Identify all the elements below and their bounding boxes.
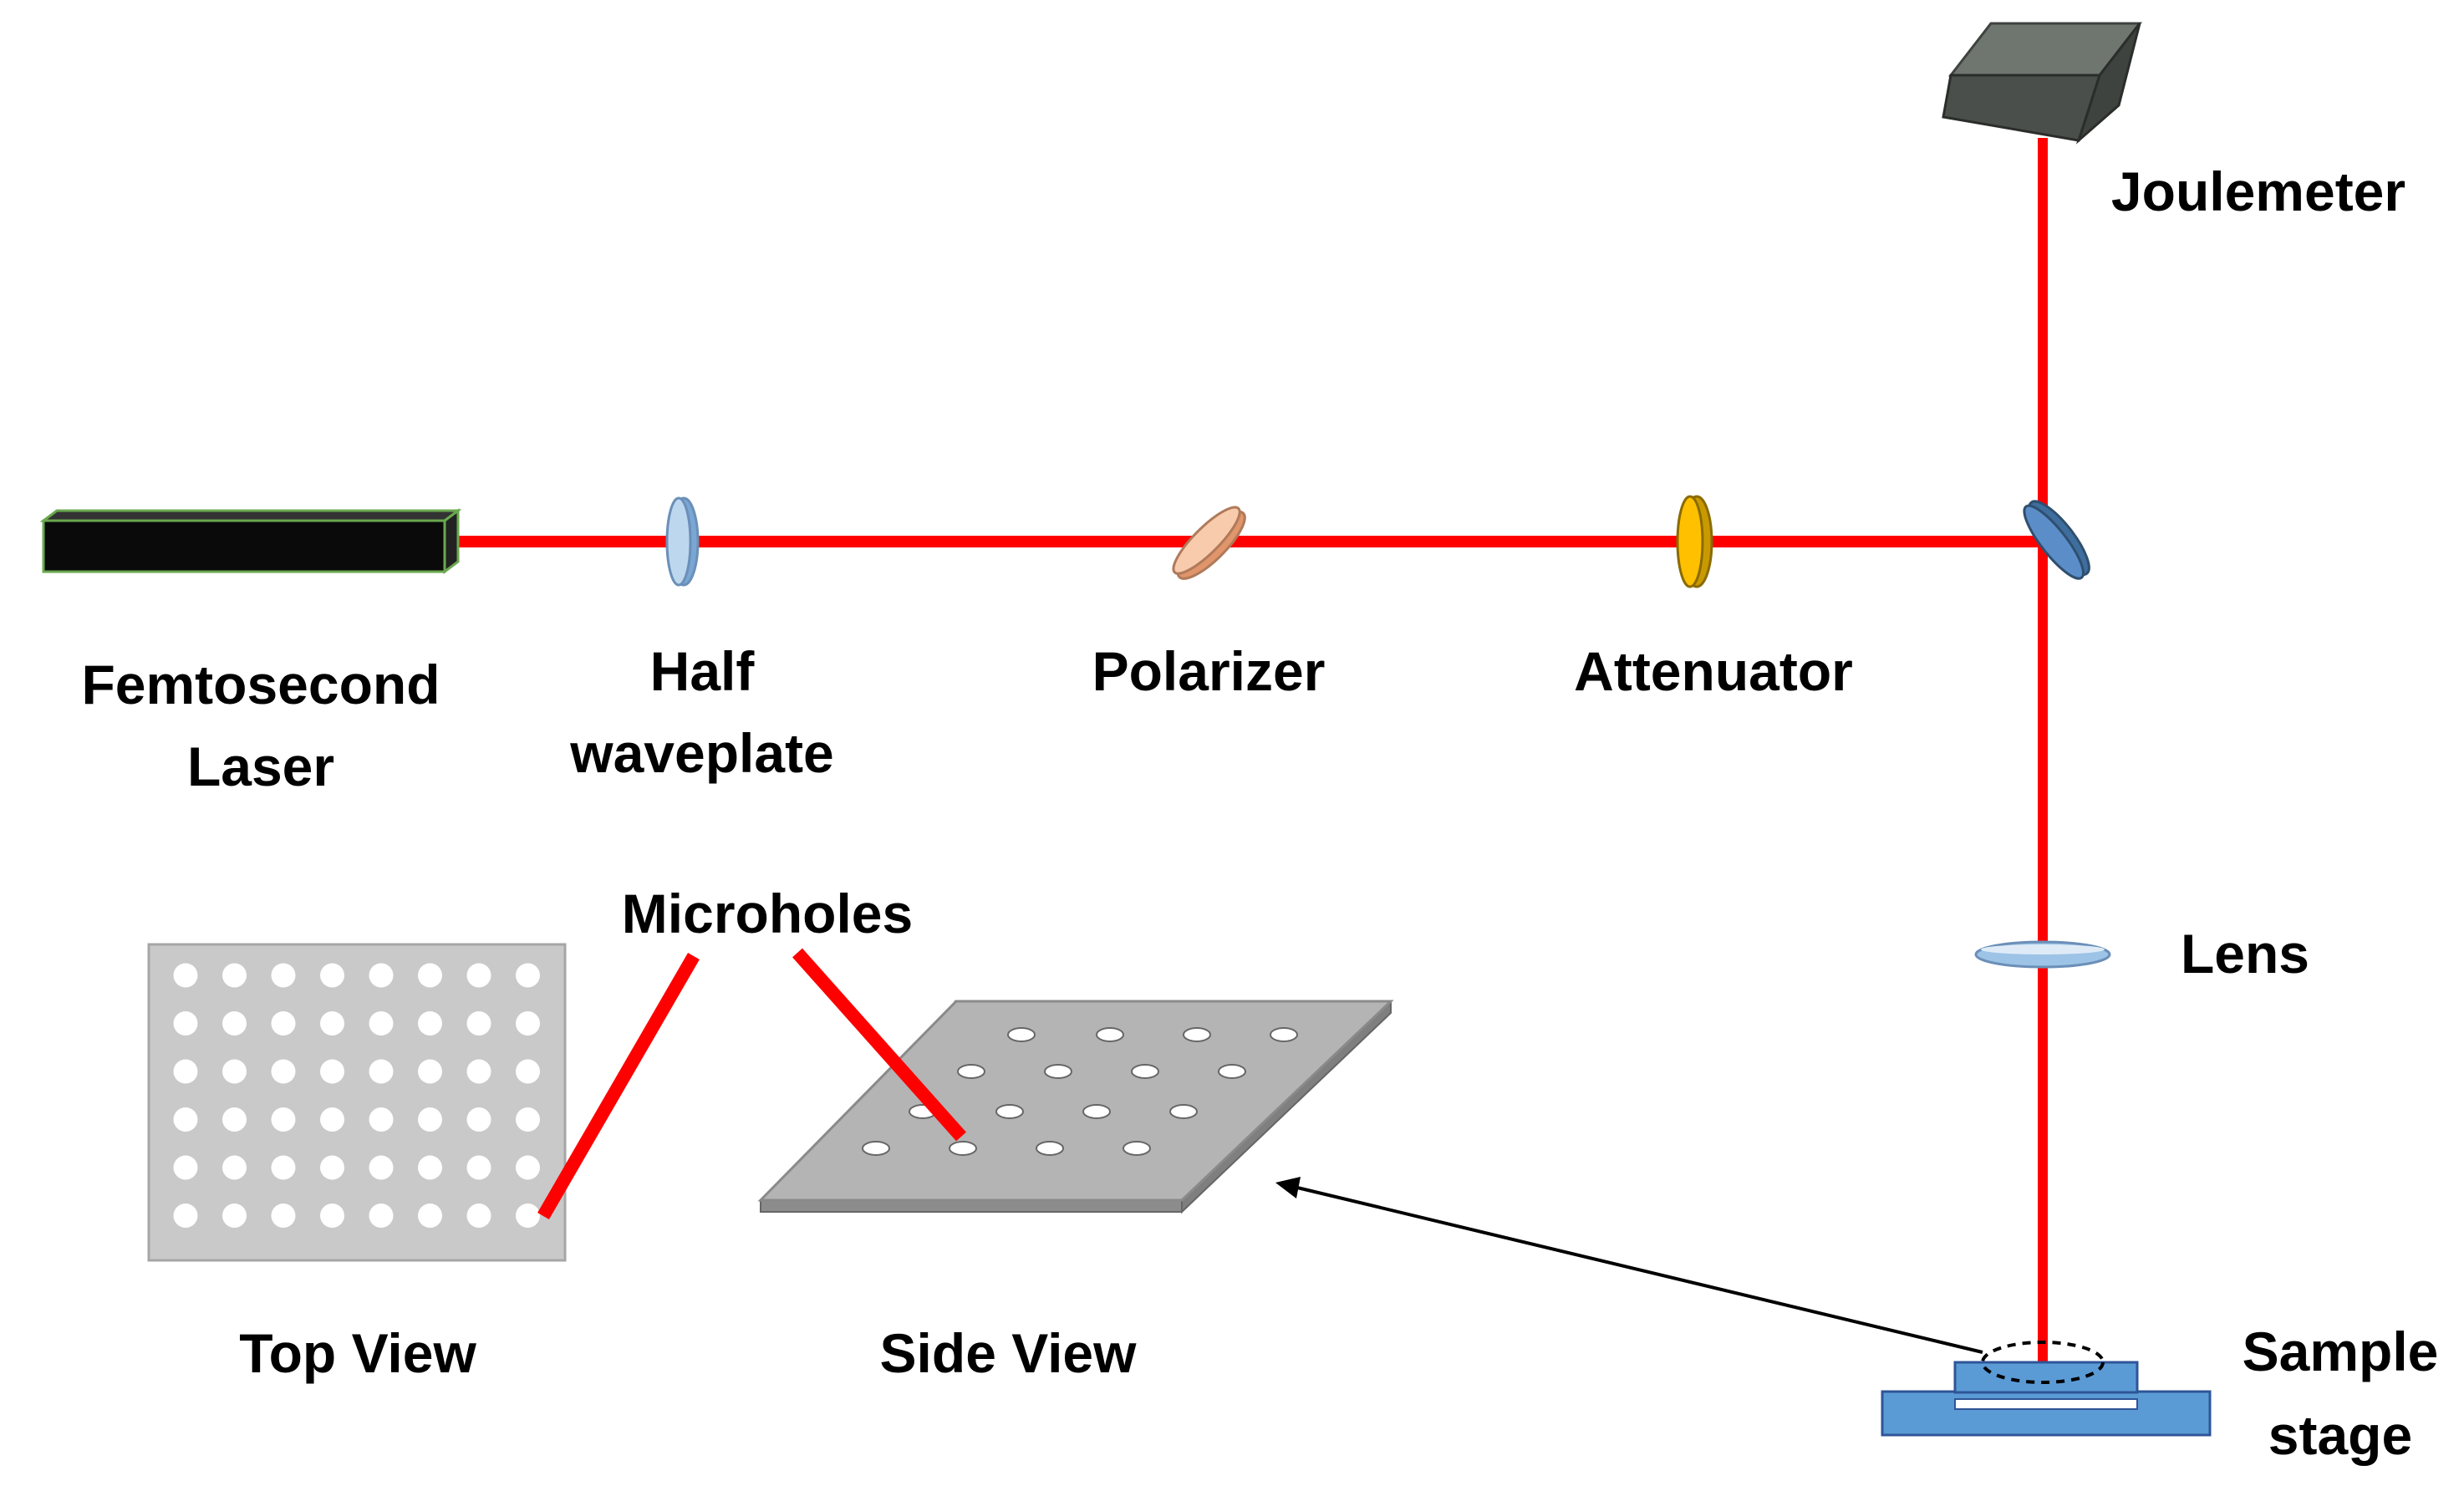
microhole <box>369 963 394 988</box>
microhole <box>418 1204 442 1228</box>
attenuator-label: Attenuator <box>1574 640 1853 702</box>
microholes-pointers <box>537 948 966 1220</box>
microhole <box>516 1059 540 1084</box>
side-view-plate <box>757 1000 1394 1214</box>
microhole <box>271 1107 296 1132</box>
microhole <box>369 1011 394 1036</box>
microhole <box>222 1204 247 1228</box>
microhole <box>466 1155 491 1180</box>
focus-spot-marker <box>1981 1341 2105 1384</box>
joulemeter <box>1942 22 2143 145</box>
microhole <box>173 1155 198 1180</box>
femtosecond-laser <box>39 508 462 574</box>
microhole <box>516 1204 540 1228</box>
microhole <box>320 963 344 988</box>
polarizer-label: Polarizer <box>1092 640 1326 702</box>
laser-label-line2: Laser <box>187 735 334 797</box>
microhole <box>516 1011 540 1036</box>
microhole <box>466 1059 491 1084</box>
top-view-plate <box>147 943 567 1262</box>
microhole <box>222 1011 247 1036</box>
stage-label-line1: Sample <box>2243 1321 2439 1382</box>
microhole <box>320 1011 344 1036</box>
top-view-label: Top View <box>239 1322 476 1384</box>
microholes-label: Microholes <box>622 883 913 944</box>
microhole <box>173 1204 198 1228</box>
microhole <box>418 1011 442 1036</box>
microhole <box>466 1107 491 1132</box>
halfwave-label-line2: waveplate <box>569 722 834 784</box>
microhole <box>271 1204 296 1228</box>
attenuator <box>1676 495 1713 588</box>
microhole <box>173 1011 198 1036</box>
microhole <box>222 1155 247 1180</box>
lens <box>1974 940 2111 969</box>
microhole <box>173 1059 198 1084</box>
microhole <box>320 1155 344 1180</box>
microhole <box>369 1204 394 1228</box>
microhole <box>222 1107 247 1132</box>
top-view-hole-grid <box>173 963 540 1228</box>
microhole <box>516 1107 540 1132</box>
microhole <box>271 1059 296 1084</box>
microhole <box>516 1155 540 1180</box>
microhole <box>466 963 491 988</box>
microhole <box>369 1155 394 1180</box>
microhole <box>271 963 296 988</box>
stage-label-line2: stage <box>2268 1404 2412 1466</box>
joulemeter-label: Joulemeter <box>2111 160 2405 222</box>
microhole <box>271 1011 296 1036</box>
mirror <box>2023 500 2090 580</box>
microhole <box>320 1107 344 1132</box>
magnification-arrow <box>1275 1177 1983 1354</box>
side-view-holes <box>862 1027 1298 1156</box>
microhole <box>466 1011 491 1036</box>
microhole <box>320 1059 344 1084</box>
microhole <box>369 1107 394 1132</box>
microhole <box>466 1204 491 1228</box>
microhole <box>516 963 540 988</box>
microhole <box>271 1155 296 1180</box>
microhole <box>418 963 442 988</box>
microhole <box>418 1059 442 1084</box>
microhole <box>222 1059 247 1084</box>
sample-stage <box>1881 1341 2212 1437</box>
microhole <box>173 963 198 988</box>
lens-label: Lens <box>2181 923 2309 985</box>
labels: Femtosecond Laser Half waveplate Polariz… <box>81 160 2438 1466</box>
half-waveplate <box>665 496 700 587</box>
microhole <box>418 1155 442 1180</box>
microhole <box>222 963 247 988</box>
polarizer <box>1172 506 1246 580</box>
side-view-label: Side View <box>880 1322 1138 1384</box>
microhole <box>173 1107 198 1132</box>
microhole <box>369 1059 394 1084</box>
halfwave-label-line1: Half <box>650 640 756 702</box>
microhole <box>418 1107 442 1132</box>
laser-label-line1: Femtosecond <box>81 654 440 715</box>
microhole <box>320 1204 344 1228</box>
